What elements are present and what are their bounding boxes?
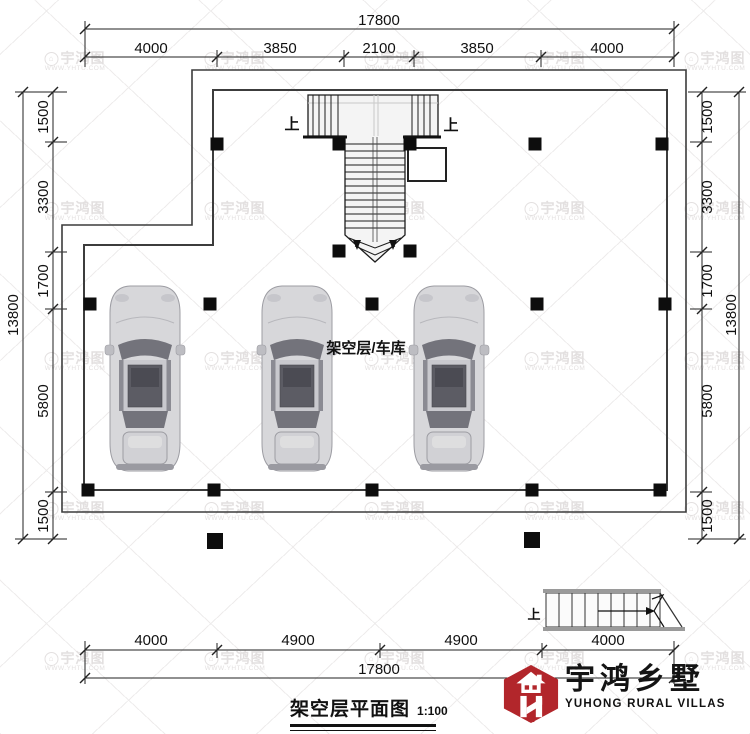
columns	[81, 137, 672, 549]
svg-text:17800: 17800	[358, 661, 400, 678]
dimension-right	[688, 86, 746, 545]
svg-text:5800: 5800	[35, 384, 52, 417]
svg-text:17800: 17800	[358, 12, 400, 29]
dimension-bottom	[79, 641, 680, 684]
car-1	[104, 285, 186, 472]
brand-logo: 宇鸿乡墅 YUHONG RURAL VILLAS	[502, 663, 726, 725]
brand-name-zh: 宇鸿乡墅	[565, 663, 705, 696]
small-stair-icon	[543, 589, 685, 631]
svg-text:4000: 4000	[590, 40, 623, 57]
brand-name-en: YUHONG RURAL VILLAS	[565, 698, 726, 710]
svg-text:3300: 3300	[699, 180, 716, 213]
svg-text:13800: 13800	[5, 294, 22, 336]
car-2	[256, 285, 338, 472]
svg-text:13800: 13800	[723, 294, 740, 336]
main-staircase	[303, 94, 447, 263]
brand-logo-icon	[503, 665, 559, 723]
dimension-bottom-labels: 4000 4900 4900 4000 17800	[134, 632, 624, 678]
svg-text:2100: 2100	[362, 40, 395, 57]
car-3	[408, 285, 490, 472]
svg-text:4000: 4000	[591, 632, 624, 649]
drawing-title-block: 架空层平面图 1:100	[290, 694, 448, 731]
svg-text:1500: 1500	[35, 100, 52, 133]
svg-text:4900: 4900	[281, 632, 314, 649]
drawing-title: 架空层平面图	[290, 699, 411, 720]
svg-text:1500: 1500	[35, 499, 52, 532]
dimension-top-labels: 17800 4000 3850 2100 3850 4000	[134, 12, 623, 57]
svg-text:1500: 1500	[699, 100, 716, 133]
stair-up-label-left: 上	[284, 116, 299, 133]
svg-text:1700: 1700	[35, 264, 52, 297]
dimension-left	[15, 86, 67, 545]
svg-text:5800: 5800	[699, 384, 716, 417]
small-stair-up-label: 上	[527, 607, 540, 622]
stair-side-room	[407, 147, 447, 182]
drawing-scale: 1:100	[417, 704, 448, 718]
svg-text:4900: 4900	[444, 632, 477, 649]
svg-text:3300: 3300	[35, 180, 52, 213]
svg-text:3850: 3850	[460, 40, 493, 57]
svg-text:4000: 4000	[134, 40, 167, 57]
area-label: 架空层/车库	[325, 339, 405, 357]
dimension-left-labels: 13800 1500 3300 1700 5800 1500	[5, 100, 52, 532]
title-underline	[290, 724, 436, 731]
stair-up-label-right: 上	[443, 117, 458, 134]
svg-text:3850: 3850	[263, 40, 296, 57]
dimension-top	[79, 21, 680, 67]
svg-text:1500: 1500	[699, 499, 716, 532]
dimension-right-labels: 13800 1500 3300 1700 5800 1500	[699, 100, 740, 532]
svg-text:4000: 4000	[134, 632, 167, 649]
svg-text:1700: 1700	[699, 264, 716, 297]
